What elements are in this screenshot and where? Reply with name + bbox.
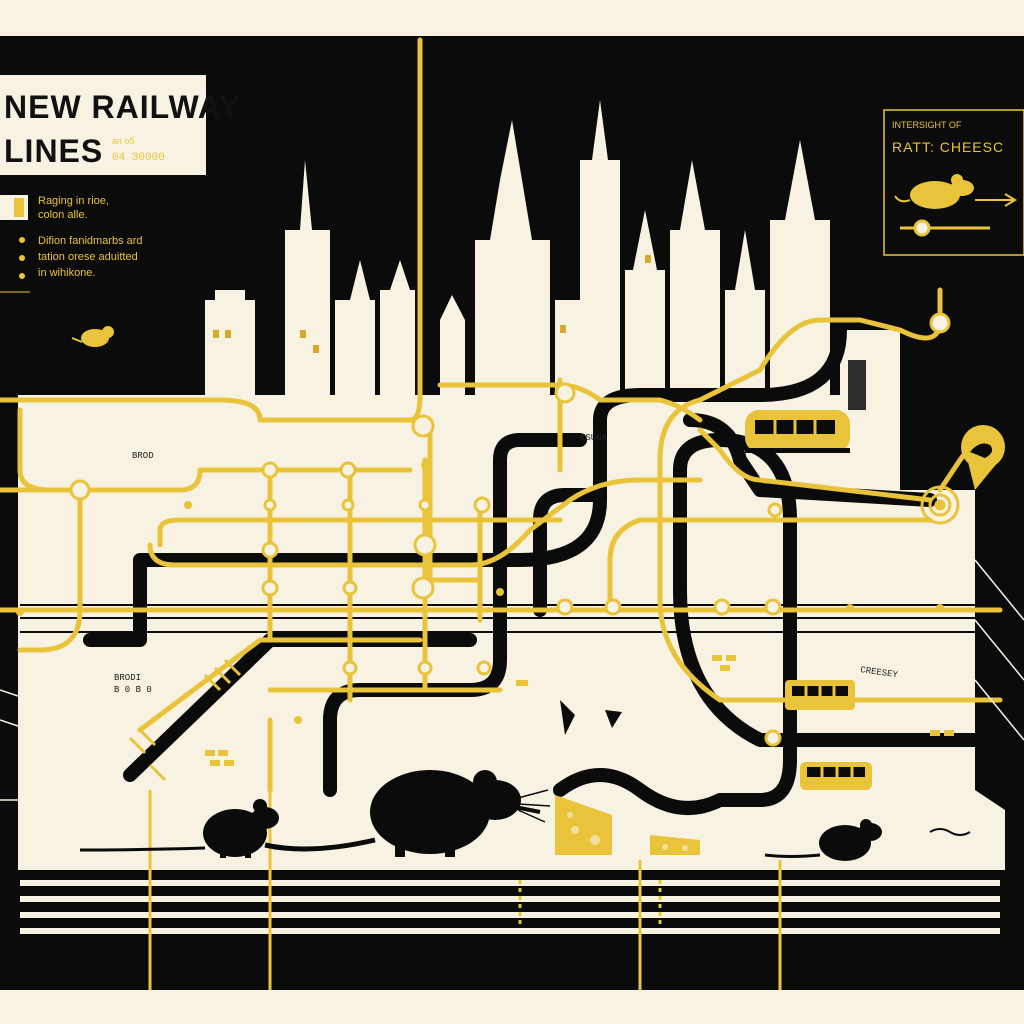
rat-icon [764,819,882,861]
tram-icon [785,680,855,710]
terminal-station [920,485,960,525]
stations [16,312,960,747]
label-south-west-2: B 0 B 0 [114,685,152,695]
title-note-2: 04 30000 [112,152,165,164]
cheese-icon [650,835,700,855]
notes-panel: Raging in rioe, colon alle. Difion fanid… [0,195,143,293]
rat-icon [79,799,279,858]
rat-icon [71,326,114,347]
title-line-1: NEW RAILWAY [4,89,241,125]
gold-rail-lines [0,37,1003,793]
bottom-stripes [20,880,1000,934]
tram-icon [800,762,872,790]
location-pin-icon [961,425,1005,490]
note-1-line-1: Raging in rioe, [38,195,109,207]
note-2-line-3: in wihikone. [38,267,95,279]
city-skyline [205,100,830,395]
rat-icon [894,174,974,209]
label-center: ESUNA [580,433,608,443]
rail-ties [128,658,242,782]
rat-icon [264,770,551,857]
skyline-windows [213,255,651,353]
legend-box: INTERSIGHT OF RATT: CHEESC [883,109,1024,256]
frame-lines [0,559,1024,801]
band-lines [20,604,1000,633]
station-icon [69,312,951,747]
note-2-line-1: Difion fanidmarbs ard [38,235,143,247]
note-1-line-2: colon alle. [38,209,88,221]
cheese-crumb-icon [560,700,622,735]
cheese-icon [555,795,612,855]
note-2-line-2: tation orese aduitted [38,251,138,263]
wave-icon [929,828,971,836]
title-note-1: ап об [112,136,135,146]
gold-blocks [205,655,954,766]
title-box: NEW RAILWAY LINES ап об 04 30000 [0,75,241,175]
label-west: BROD [132,451,154,461]
legend-subtitle: INTERSIGHT OF [892,120,962,130]
legend-title: RATT: CHEESC [892,139,1004,155]
tram-icon [745,410,850,453]
title-line-2: LINES [4,133,103,169]
label-south-west: BRODI [114,673,141,683]
tower [848,360,866,410]
